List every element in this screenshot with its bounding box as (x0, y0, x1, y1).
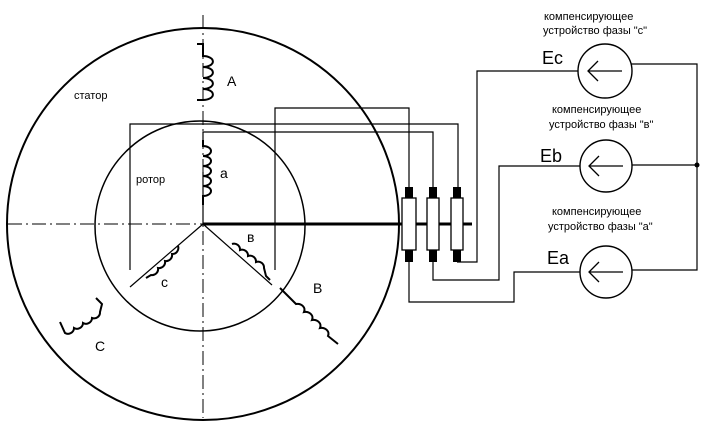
slip-ring-brushes (401, 197, 464, 251)
center-lines (8, 15, 402, 418)
compensator-c (577, 43, 633, 99)
stator-coil-c-label: С (95, 338, 105, 354)
rotor-coil-a-label: а (220, 165, 228, 181)
compensator-a-emf: Ea (547, 248, 570, 268)
compensator-leads (408, 63, 698, 303)
junction-dot (694, 162, 700, 168)
rotor-coil-b-label: в (247, 229, 254, 245)
rotor-circle (94, 120, 306, 332)
rotor-coil-b (231, 242, 271, 281)
stator-label: статор (74, 90, 107, 102)
compensator-c-caption-1: компенсирующее (544, 11, 633, 23)
rotor-coil-c-label: с (161, 274, 168, 290)
compensator-b-caption-2: устройство фазы "в" (549, 119, 654, 131)
compensator-c-emf: Ec (542, 48, 563, 68)
stator-coil-c (59, 297, 104, 335)
compensator-b (579, 139, 633, 193)
compensator-a (579, 245, 633, 299)
brush-caps (405, 187, 461, 262)
compensator-a-caption-2: устройство фазы "а" (548, 221, 653, 233)
stator-coil-b (279, 287, 339, 345)
rotor-leads (129, 107, 459, 270)
rotor-coil-c (145, 245, 180, 279)
arrow-left-icon (588, 261, 623, 283)
compensator-b-emf: Eb (540, 146, 562, 166)
stator-coil-a-label: А (227, 73, 237, 89)
compensator-b-caption-1: компенсирующее (552, 104, 641, 116)
rotor-label: ротор (136, 174, 165, 186)
rotor-coil-a (202, 140, 212, 205)
compensator-c-caption-2: устройство фазы "с" (543, 25, 647, 37)
arrow-left-icon (587, 60, 622, 82)
arrow-left-icon (588, 155, 623, 177)
stator-coil-b-label: В (313, 280, 322, 296)
compensator-a-caption-1: компенсирующее (552, 206, 641, 218)
stator-coil-a (197, 43, 214, 101)
